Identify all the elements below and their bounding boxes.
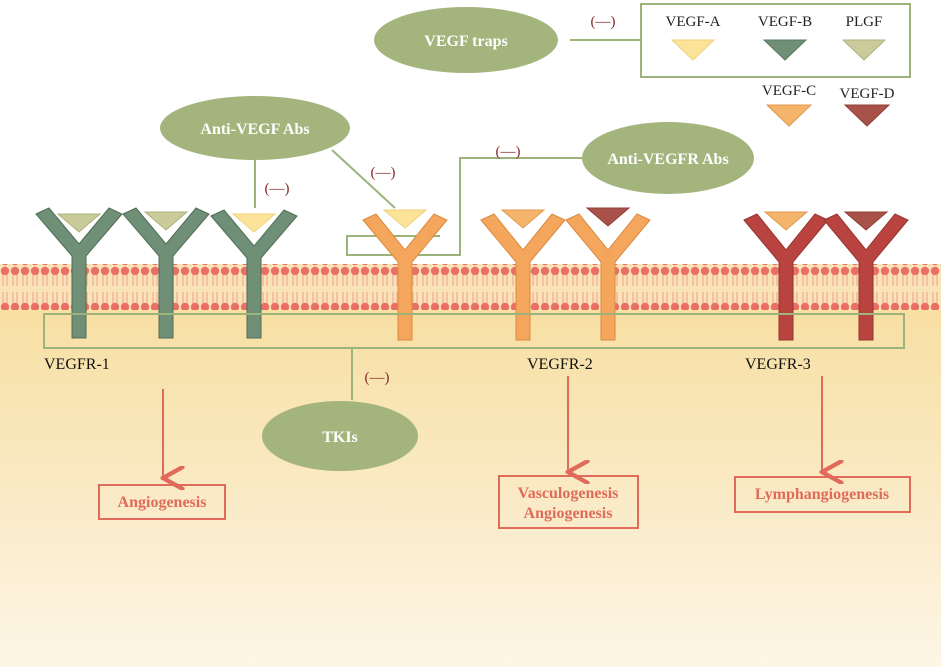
ligand-label-vegf-d: VEGF-D <box>840 86 895 102</box>
bound-plgf-ligand <box>143 211 189 231</box>
outcome-lymphangiogenesis: Lymphangiogenesis <box>755 486 889 503</box>
vegfr-2-receptor-left <box>362 209 448 341</box>
ligand-vegf-c-triangle <box>765 104 813 127</box>
vegfr-1-receptor-middle <box>122 207 210 339</box>
vegfr-3-receptor-left <box>743 211 829 341</box>
bound-vegf-c-ligand <box>763 211 809 231</box>
bound-vegf-d-ligand <box>585 207 631 227</box>
cytoplasm <box>0 270 941 667</box>
anti-vegfr-inhibit-symbol: (—) <box>496 144 521 160</box>
anti-vegf-connector-r2 <box>331 149 396 209</box>
anti-vegf-abs-oval <box>160 96 350 160</box>
tki-target-box <box>43 313 905 349</box>
ligand-label-vegf-b: VEGF-B <box>758 14 812 30</box>
bound-vegf-c-ligand <box>500 209 546 229</box>
outcome-angiogenesis-r2: Angiogenesis <box>524 505 613 522</box>
tkis-label: TKIs <box>322 429 358 446</box>
ligand-label-vegf-a: VEGF-A <box>666 14 721 30</box>
ligand-label-vegf-c: VEGF-C <box>762 83 816 99</box>
tki-inhibit-symbol: (—) <box>365 370 390 386</box>
ligand-plgf-triangle <box>841 39 887 61</box>
vegf-ligand-box <box>640 3 911 78</box>
bound-vegf-a-ligand <box>231 213 277 233</box>
tkis-oval <box>262 401 418 471</box>
vegfr-3-receptor-right <box>823 211 909 341</box>
anti-vegfr-abs-oval <box>582 122 754 194</box>
bound-vegf-d-ligand <box>843 211 889 231</box>
ligand-vegf-a-triangle <box>670 39 716 61</box>
outcome-box-lymphangiogenesis <box>734 476 911 513</box>
traps-inhibit-symbol: (—) <box>591 14 616 30</box>
bound-plgf-ligand <box>56 213 102 233</box>
vegf-traps-label: VEGF traps <box>424 33 507 50</box>
receptor-label-vegfr-3: VEGFR-3 <box>745 356 811 373</box>
vegfr-2-receptor-right <box>565 207 651 341</box>
anti-vegf-abs-label: Anti-VEGF Abs <box>200 121 309 138</box>
vegfr-2-receptor-middle <box>480 209 566 341</box>
outcome-angiogenesis: Angiogenesis <box>118 494 207 511</box>
ligand-vegf-d-triangle <box>843 104 891 127</box>
outcome-box-angiogenesis <box>98 484 226 520</box>
vegfr-1-receptor-left <box>35 207 123 339</box>
anti-vegfr-abs-label: Anti-VEGFR Abs <box>607 151 728 168</box>
receptor-label-vegfr-2: VEGFR-2 <box>527 356 593 373</box>
ligand-vegf-b-triangle <box>762 39 808 61</box>
receptor-label-vegfr-1: VEGFR-1 <box>44 356 110 373</box>
bound-vegf-a-ligand <box>382 209 428 229</box>
vegfr-1-receptor-right <box>210 209 298 339</box>
anti-vegf-inhibit-symbol-r1: (—) <box>265 181 290 197</box>
vegf-traps-oval <box>374 7 558 73</box>
outcome-box-vasculogenesis <box>498 475 639 529</box>
anti-vegf-inhibit-symbol-r2: (—) <box>371 165 396 181</box>
ligand-label-plgf: PLGF <box>846 14 883 30</box>
outcome-vasculogenesis: Vasculogenesis <box>518 485 619 502</box>
cell-membrane <box>0 264 941 310</box>
